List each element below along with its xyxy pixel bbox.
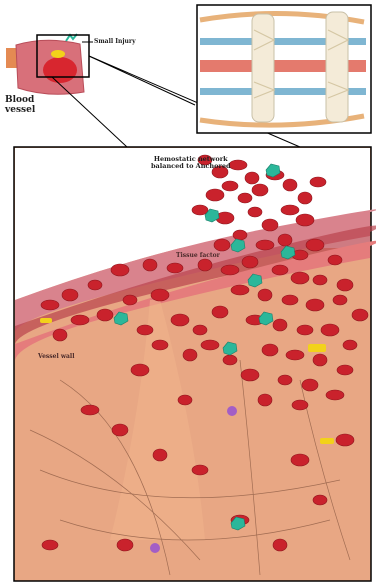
vessel-wall-label: Vessel wall [38, 354, 74, 361]
red-blood-cell [282, 295, 298, 305]
red-blood-cell [62, 289, 78, 301]
red-blood-cell [192, 465, 208, 475]
red-blood-cell [291, 272, 309, 284]
red-blood-cell [298, 192, 312, 204]
red-blood-cell [137, 325, 153, 335]
red-blood-cell [306, 299, 324, 311]
red-blood-cell [278, 375, 292, 385]
red-blood-cell [262, 219, 278, 231]
fibrin-network-label: Hemostatic network balanced to Anchored [151, 156, 231, 170]
red-blood-cell [81, 405, 99, 415]
red-blood-cell [198, 259, 212, 271]
red-blood-cell [302, 379, 318, 391]
red-blood-cell [212, 306, 228, 318]
red-blood-cell [117, 539, 133, 551]
red-blood-cell [229, 160, 247, 170]
overview-vessel [6, 34, 93, 94]
red-blood-cell [97, 309, 113, 321]
red-blood-cell [111, 264, 129, 276]
red-blood-cell [183, 349, 197, 361]
red-blood-cell [192, 205, 208, 215]
red-blood-cell [214, 239, 230, 251]
red-blood-cell [252, 184, 268, 196]
red-blood-cell [262, 344, 278, 356]
red-blood-cell [201, 340, 219, 350]
red-blood-cell [313, 275, 327, 285]
red-blood-cell [292, 400, 308, 410]
red-blood-cell [53, 329, 67, 341]
red-blood-cell [272, 265, 288, 275]
red-blood-cell [143, 259, 157, 271]
red-blood-cell [171, 314, 189, 326]
red-blood-cell [153, 449, 167, 461]
red-blood-cell [42, 540, 58, 550]
red-blood-cell [242, 256, 258, 268]
red-blood-cell [273, 319, 287, 331]
red-blood-cell [313, 495, 327, 505]
red-blood-cell [306, 239, 324, 251]
red-blood-cell [256, 240, 274, 250]
red-blood-cell [258, 289, 272, 301]
red-blood-cell [245, 172, 259, 184]
blood-vessel-label: Blood vessel [5, 96, 35, 116]
red-blood-cell [291, 454, 309, 466]
red-blood-cell [337, 279, 353, 291]
red-blood-cell [167, 263, 183, 273]
red-blood-cell [326, 390, 344, 400]
red-blood-cell [193, 325, 207, 335]
red-blood-cell [286, 350, 304, 360]
red-blood-cell [238, 193, 252, 203]
red-blood-cell [283, 179, 297, 191]
red-blood-cell [221, 265, 239, 275]
red-blood-cell [321, 324, 339, 336]
red-blood-cell [278, 234, 292, 246]
red-blood-cell [313, 354, 327, 366]
inset-panel [197, 5, 371, 133]
red-blood-cell [123, 295, 137, 305]
red-blood-cell [131, 364, 149, 376]
red-blood-cell [112, 424, 128, 436]
red-blood-cell [337, 365, 353, 375]
red-blood-cell [333, 295, 347, 305]
small-injury-label: Small Injury [94, 39, 136, 46]
red-blood-cell [88, 280, 102, 290]
red-blood-cell [310, 177, 326, 187]
red-blood-cell [343, 340, 357, 350]
red-blood-cell [328, 255, 342, 265]
red-blood-cell [297, 325, 313, 335]
red-blood-cell [233, 230, 247, 240]
red-blood-cell [336, 434, 354, 446]
red-blood-cell [296, 214, 314, 226]
red-blood-cell [248, 207, 262, 217]
red-blood-cell [352, 309, 368, 321]
red-blood-cell [152, 340, 168, 350]
red-blood-cell [258, 394, 272, 406]
tissue-factor-label: Tissue factor [176, 253, 220, 260]
red-blood-cell [273, 539, 287, 551]
red-blood-cell [151, 289, 169, 301]
red-blood-cell [281, 205, 299, 215]
red-blood-cell [222, 181, 238, 191]
red-blood-cell [241, 369, 259, 381]
red-blood-cell [41, 300, 59, 310]
red-blood-cell [231, 285, 249, 295]
red-blood-cell [206, 189, 224, 201]
red-blood-cell [223, 355, 237, 365]
red-blood-cell [178, 395, 192, 405]
red-blood-cell [71, 315, 89, 325]
